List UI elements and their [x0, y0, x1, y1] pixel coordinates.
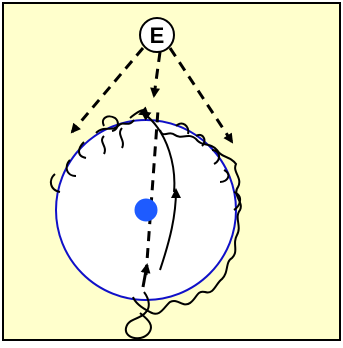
right-dash-3 — [211, 149, 220, 165]
wavy-perimeter-trace — [132, 129, 242, 315]
dashed-center-line — [144, 109, 160, 276]
left-wavy-loop — [102, 115, 119, 132]
center-dot — [134, 198, 158, 222]
left-dash-3 — [49, 173, 61, 193]
bottom-loop — [124, 291, 152, 340]
curved-arrow-right — [159, 188, 181, 271]
node-e-circle — [139, 17, 175, 53]
dashed-arrow-right — [168, 47, 234, 144]
bottom-arrow — [140, 263, 151, 288]
right-dash-5 — [233, 191, 241, 211]
left-dash-1 — [78, 141, 87, 159]
curved-arrow-top — [140, 110, 176, 193]
right-dash-1 — [175, 122, 190, 135]
right-dash-4 — [219, 169, 230, 183]
left-dash-4 — [119, 127, 124, 149]
dashed-arrow-left — [70, 47, 145, 134]
node-e-label: E — [150, 23, 165, 48]
right-dash-2 — [195, 134, 206, 147]
dashed-arrow-center — [150, 51, 162, 98]
left-dash-5 — [101, 135, 106, 155]
left-dash-2 — [65, 159, 77, 177]
